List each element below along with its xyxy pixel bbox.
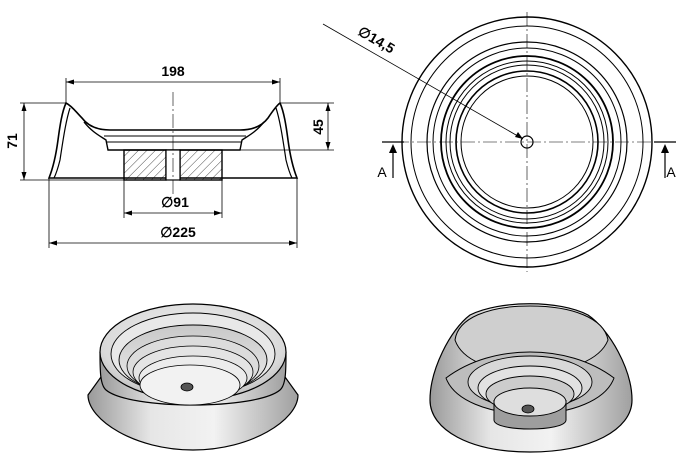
dim-hole-diameter: ∅14,5 [355, 23, 397, 57]
isometric-view-top [87, 303, 299, 451]
cup-inner-profile [53, 107, 71, 179]
isometric-view-bottom [429, 303, 633, 453]
dim-top-width: 198 [161, 63, 185, 79]
iso-center-hole [180, 382, 194, 392]
hub-section-right [179, 149, 223, 181]
dim-depth: 45 [310, 119, 326, 135]
section-mark-right: A [666, 164, 676, 180]
dim-overall-height: 71 [4, 133, 20, 149]
iso-cut-center-hole [521, 404, 535, 414]
top-view: ∅14,5 A A [322, 12, 676, 272]
section-mark-left: A [377, 164, 387, 180]
hub-section-left [123, 149, 167, 181]
iso-cut-hub-top [493, 387, 567, 417]
dim-outer-diameter: ∅225 [160, 224, 196, 240]
dim-inner-diameter: ∅91 [161, 194, 189, 210]
side-section-view: 198 71 45 ∅91 ∅225 [4, 63, 334, 248]
